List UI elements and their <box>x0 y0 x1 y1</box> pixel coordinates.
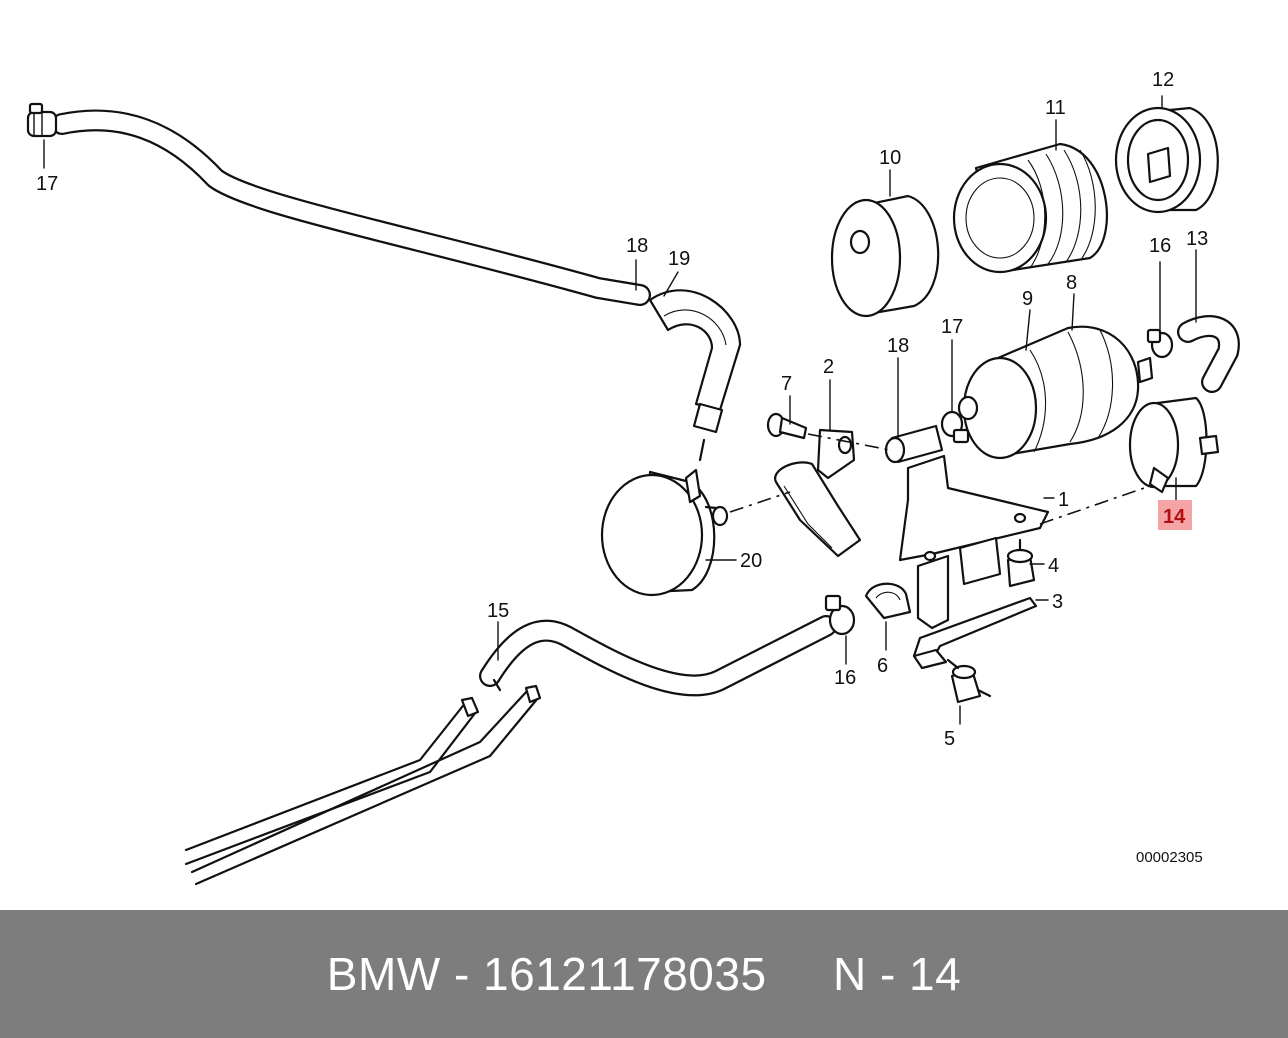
callout-3: 3 <box>1052 591 1063 613</box>
leader-lines <box>43 95 1197 725</box>
callout-19: 19 <box>668 248 690 270</box>
callout-17-top: 17 <box>36 173 58 195</box>
callout-18-left: 18 <box>626 235 648 257</box>
elbow-hose-19 <box>648 289 742 434</box>
callouts: 17 18 19 7 2 18 17 9 8 10 11 12 16 13 1 … <box>36 69 1208 866</box>
part-number-caption: BMW - 16121178035 N - 14 <box>326 948 962 1000</box>
callout-16-lower: 16 <box>834 667 856 689</box>
rubber-mount-4 <box>1006 538 1036 588</box>
callout-17-mid: 17 <box>941 316 963 338</box>
callout-4: 4 <box>1048 555 1059 577</box>
fuel-pump-8-9 <box>957 325 1154 460</box>
callout-12: 12 <box>1152 69 1174 91</box>
bellows-11 <box>952 142 1108 274</box>
assembly-axes <box>729 433 1151 525</box>
callout-9: 9 <box>1022 288 1033 310</box>
hose-clamp-16-lower <box>824 594 856 636</box>
fuel-canister-20 <box>600 438 729 597</box>
fuel-lines <box>184 678 542 886</box>
lower-hose-15 <box>479 615 837 697</box>
part-number-footer: BMW - 16121178035 N - 14 <box>0 910 1288 1038</box>
callout-15: 15 <box>487 600 509 622</box>
sleeve-18 <box>884 424 944 464</box>
callout-16-right: 16 <box>1149 235 1171 257</box>
callout-11: 11 <box>1045 97 1066 119</box>
rubber-mount-5 <box>946 658 992 704</box>
callout-6: 6 <box>877 655 888 677</box>
callout-2: 2 <box>823 356 834 378</box>
callout-18-right: 18 <box>887 335 909 357</box>
cap-10 <box>830 194 940 318</box>
upper-hose <box>51 109 651 306</box>
clip-6 <box>864 582 912 620</box>
callout-14-highlight <box>1158 500 1192 530</box>
end-cap-12 <box>1114 106 1219 214</box>
callout-20: 20 <box>740 550 762 572</box>
callout-14: 14 <box>1163 506 1186 528</box>
hose-clamp-16-right <box>1146 328 1174 359</box>
bolt-7 <box>766 412 808 440</box>
callout-13: 13 <box>1186 228 1208 250</box>
diagram-reference-number: 00002305 <box>1136 849 1203 866</box>
callout-10: 10 <box>879 147 901 169</box>
callout-8: 8 <box>1066 272 1077 294</box>
callout-7: 7 <box>781 373 792 395</box>
hose-clamp-17-top <box>26 102 58 138</box>
main-bracket-1 <box>898 454 1050 630</box>
strap-3 <box>912 596 1038 670</box>
callout-1: 1 <box>1058 489 1069 511</box>
callout-5: 5 <box>944 728 955 750</box>
hose-13 <box>1177 315 1240 393</box>
pressure-regulator-14 <box>1128 396 1220 494</box>
exploded-parts-diagram: 17 18 19 7 2 18 17 9 8 10 11 12 16 13 1 … <box>26 69 1240 886</box>
